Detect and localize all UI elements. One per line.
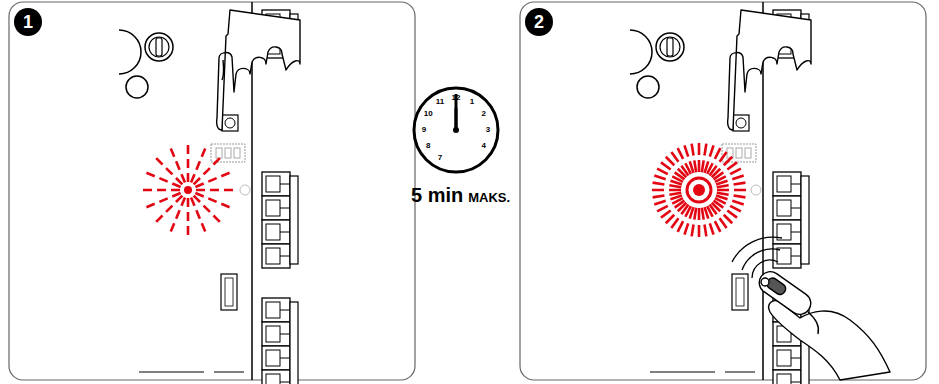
ray [191,197,206,234]
step-badge [14,8,42,36]
clock-numeral: 8 [426,142,430,150]
clock-numeral: 12 [452,94,461,102]
time-limit: 5 min [411,185,463,205]
ray [195,193,232,208]
clock-numeral: 1 [470,98,474,106]
ray [691,141,696,173]
ray [702,208,707,240]
ray [649,189,681,192]
clock-numeral: 9 [422,126,426,134]
ray [170,146,185,183]
clock-numeral: 3 [486,126,490,134]
ray [154,196,182,224]
terminal [773,172,801,196]
blinking-led [649,140,749,240]
clock-numeral: 11 [436,98,444,106]
ray [191,146,206,183]
ray [195,172,232,187]
ray [654,198,683,213]
step-number: 1 [23,13,33,31]
step-number: 2 [534,13,544,31]
pointing-hand [728,10,811,130]
terminal [262,220,290,244]
ray [144,193,181,208]
terminal-side [290,176,298,264]
ray [676,145,691,174]
terminal [262,346,290,370]
terminal [262,298,290,322]
terminal [262,322,290,346]
clock-numeral: 7 [438,154,442,162]
ray [717,182,749,187]
ray [194,196,222,224]
terminal-side [290,302,298,384]
terminal-blocks [262,10,809,384]
clock-numeral: 4 [481,142,485,150]
terminal [773,220,801,244]
clock-icon [414,88,498,172]
ray [170,197,185,234]
clock-numeral: 2 [481,110,485,118]
ray [717,189,749,192]
step-badge [525,8,553,36]
ray [715,167,744,182]
blinking-led [140,142,236,238]
terminal [773,244,801,268]
terminal [262,172,290,196]
terminal [773,370,801,384]
ray [154,156,182,184]
ray [140,189,180,192]
terminal [262,196,290,220]
ray [187,142,190,182]
ray [707,206,722,235]
ray [650,193,682,198]
terminal [262,244,290,268]
terminal [262,370,290,384]
ray [144,172,181,187]
signal-waves [732,237,782,278]
ray [187,198,190,238]
terminal [773,196,801,220]
ray [196,189,236,192]
terminal-side [801,176,809,264]
ray [194,156,222,184]
clock-numeral: 10 [424,110,433,118]
pointing-hand [217,10,300,130]
remote-control [755,267,890,380]
ray [698,140,701,172]
terminal [773,346,801,370]
time-limit-suffix: MAKS. [468,191,510,204]
ray [698,208,701,240]
